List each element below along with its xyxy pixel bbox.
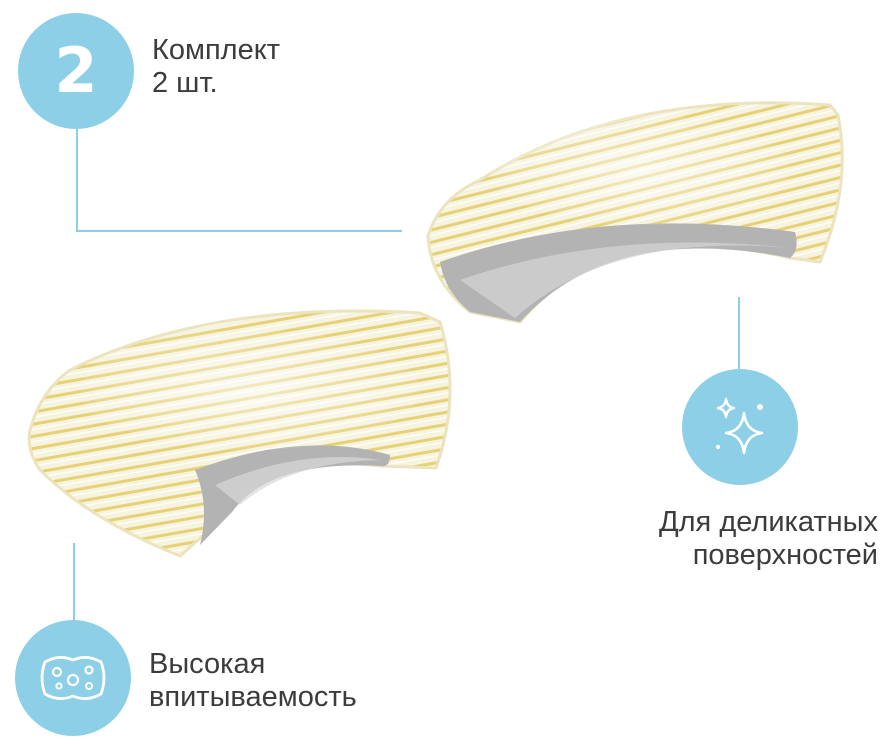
count-label-line2: 2 шт. bbox=[152, 67, 218, 99]
connector-line-absorb bbox=[73, 543, 75, 625]
sponge-icon bbox=[40, 656, 106, 700]
microfiber-pad-back bbox=[426, 101, 844, 324]
absorb-label-line1: Высокая bbox=[149, 648, 266, 680]
microfiber-pad-front bbox=[27, 309, 452, 558]
connector-line-count-vertical bbox=[76, 118, 78, 232]
count-badge-number: 2 bbox=[54, 34, 98, 107]
connector-line-delicate bbox=[738, 297, 740, 369]
connector-line-count-horizontal bbox=[76, 230, 402, 232]
delicate-label-line1: Для деликатных bbox=[659, 506, 878, 538]
sparkles-icon bbox=[715, 397, 764, 455]
delicate-label-line2: поверхностей bbox=[692, 539, 878, 571]
absorb-badge bbox=[15, 620, 131, 736]
count-label-line1: Комплект bbox=[152, 34, 281, 66]
delicate-label: Для деликатных поверхностей bbox=[548, 506, 878, 572]
absorb-label: Высокая впитываемость bbox=[149, 648, 357, 714]
delicate-badge bbox=[682, 369, 798, 485]
count-label: Комплект 2 шт. bbox=[152, 34, 280, 100]
absorb-label-line2: впитываемость bbox=[149, 681, 357, 713]
count-badge: 2 bbox=[18, 13, 134, 129]
